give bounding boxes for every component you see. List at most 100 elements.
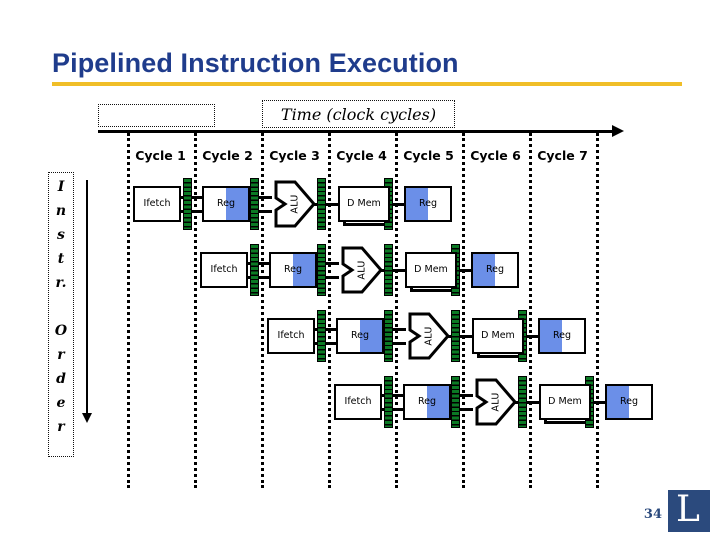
pipeline-wire [325,328,336,331]
cycle-divider-3 [261,133,264,488]
instruction-order-char-7: O [54,323,68,339]
pipeline-register-bar-2 [317,244,326,296]
instruction-order-char-10: e [56,395,66,411]
pipeline-wire [258,196,272,199]
pipeline-wire [410,289,453,292]
stage-reg-decode: Reg [269,252,317,288]
pipeline-register-bar-3 [518,376,527,428]
pipeline-register-bar-1 [250,244,259,296]
reg-blue-half [427,386,449,418]
timeline-axis [98,130,618,133]
pipeline-wire [526,401,539,404]
pipeline-wire [544,421,587,424]
stage-reg-writeback: Reg [471,252,519,288]
stage-dmem-label: D Mem [481,330,515,342]
title-underline-rule [52,82,682,86]
stage-ifetch-label: Ifetch [344,396,372,408]
logo-badge: L [668,490,710,532]
pipeline-wire [191,210,202,213]
cycle-label-4: Cycle 4 [336,148,387,163]
pipeline-register-bar-1 [384,376,393,428]
pipeline-wire [325,262,339,265]
time-axis-label-box: Time (clock cycles) [262,100,455,128]
timeline-arrow-icon [612,125,624,137]
reg-blue-half [360,320,382,352]
pipeline-wire [459,335,472,338]
stage-ifetch: Ifetch [200,252,248,288]
stage-reg-writeback: Reg [404,186,452,222]
pipeline-register-bar-1 [183,178,192,230]
pipeline-wire [477,355,520,358]
pipeline-wire [392,269,405,272]
stage-alu-label: ALU [490,392,502,412]
stage-dmem-label: D Mem [414,264,448,276]
cycle-label-7: Cycle 7 [537,148,588,163]
pipeline-wire [392,408,403,411]
pipeline-wire [593,401,605,404]
pipeline-wire [258,276,269,279]
reg-blue-half [607,386,629,418]
stage-alu: ALU [407,311,451,361]
stage-alu-label: ALU [423,326,435,346]
stage-alu-label: ALU [356,260,368,280]
pipeline-wire [325,276,339,279]
stage-reg-decode-label: Reg [417,396,437,408]
cycle-divider-6 [462,133,465,488]
page-number: 34 [643,507,662,522]
cycle-divider-5 [395,133,398,488]
pipeline-wire [392,394,403,397]
stage-reg-writeback-label: Reg [418,198,438,210]
stage-dmem: D Mem [539,384,591,420]
stage-reg-decode: Reg [403,384,451,420]
pipeline-wire [459,408,473,411]
stage-dmem-label: D Mem [548,396,582,408]
logo-letter: L [676,489,700,530]
stage-dmem-label: D Mem [347,198,381,210]
instruction-order-arrow-line [86,180,88,415]
stage-reg-decode-label: Reg [216,198,236,210]
pipeline-wire [258,262,269,265]
stage-alu-label: ALU [289,194,301,214]
reg-blue-half [540,320,562,352]
pipeline-wire [258,210,272,213]
pipeline-wire [459,394,473,397]
stage-reg-writeback-label: Reg [485,264,505,276]
cycle-divider-7 [529,133,532,488]
cycle-divider-8 [596,133,599,488]
stage-dmem: D Mem [472,318,524,354]
instruction-order-char-5: r. [55,275,67,291]
instruction-order-char-1: I [57,179,65,195]
pipeline-row-3: Ifetch Reg ALU D Mem Reg [267,310,720,362]
stage-alu: ALU [340,245,384,295]
stage-alu: ALU [273,179,317,229]
pipeline-wire [459,269,471,272]
stage-reg-writeback: Reg [605,384,653,420]
cycle-divider-4 [328,133,331,488]
stage-ifetch-label: Ifetch [277,330,305,342]
stage-dmem: D Mem [405,252,457,288]
cycle-divider-1 [127,133,130,488]
stage-dmem: D Mem [338,186,390,222]
pipeline-register-bar-1 [317,310,326,362]
page-title: Pipelined Instruction Execution [52,48,459,78]
stage-reg-decode-label: Reg [350,330,370,342]
pipeline-wire [325,342,336,345]
stage-reg-writeback: Reg [538,318,586,354]
stage-reg-writeback-label: Reg [619,396,639,408]
pipeline-row-4: Ifetch Reg ALU D Mem Reg [334,376,720,428]
time-axis-label: Time (clock cycles) [280,104,437,124]
cycle-divider-2 [194,133,197,488]
reg-blue-half [293,254,315,286]
stage-ifetch: Ifetch [267,318,315,354]
stage-alu: ALU [474,377,518,427]
instruction-order-char-9: d [56,371,66,387]
pipeline-register-bar-2 [384,310,393,362]
pipeline-wire [392,342,406,345]
pipeline-wire [343,223,386,226]
stage-ifetch-label: Ifetch [143,198,171,210]
pipeline-wire [325,203,338,206]
pipeline-row-2: Ifetch Reg ALU D Mem Reg [200,244,660,296]
instruction-order-char-4: t [57,251,65,267]
pipeline-wire [392,203,404,206]
pipeline-wire [392,328,406,331]
